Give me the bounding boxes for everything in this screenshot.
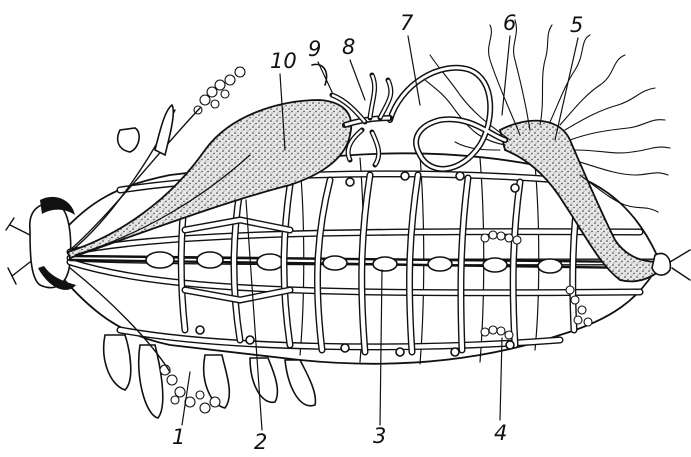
label-9: 9 <box>308 37 321 61</box>
label-10: 10 <box>270 49 297 73</box>
head <box>6 197 76 290</box>
label-5: 5 <box>570 13 583 37</box>
label-8: 8 <box>342 35 355 59</box>
label-3: 3 <box>373 424 386 448</box>
organ-5 <box>500 121 690 282</box>
label-1: 1 <box>172 425 185 449</box>
label-6: 6 <box>503 11 516 35</box>
label-2: 2 <box>254 430 267 454</box>
organ-6-tubules <box>425 20 670 212</box>
label-7: 7 <box>400 11 414 35</box>
label-4: 4 <box>494 421 507 445</box>
